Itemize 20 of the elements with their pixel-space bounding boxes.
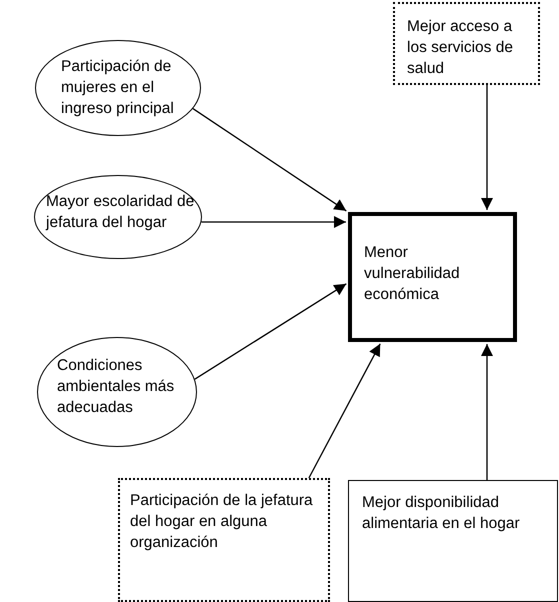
arrow (481, 85, 493, 210)
process-box (348, 480, 558, 602)
arrow (192, 108, 347, 212)
arrow (308, 344, 381, 478)
node-label: Mejor acceso a los servicios de salud (407, 17, 514, 79)
arrow (201, 216, 346, 228)
node-label: Mayor escolaridad de jefatura del hogar (46, 192, 196, 233)
dotted-box (118, 478, 330, 602)
dotted-box (393, 2, 540, 85)
node-label: Menor vulnerabilidad económica (364, 243, 461, 305)
node-label: Condiciones ambientales más adecuadas (57, 356, 176, 418)
oval-node (35, 40, 201, 136)
arrow (481, 344, 493, 480)
node-label: Participación de mujeres en el ingreso principal (61, 57, 175, 119)
node-label: Mejor disponibilidad alimentaria en el hogar (362, 493, 521, 534)
oval-node (37, 337, 197, 447)
oval-node (34, 175, 202, 259)
arrow (194, 283, 347, 380)
node-label: Participación de la jefatura del hogar en alguna organización (130, 491, 314, 553)
process-box (348, 212, 517, 342)
